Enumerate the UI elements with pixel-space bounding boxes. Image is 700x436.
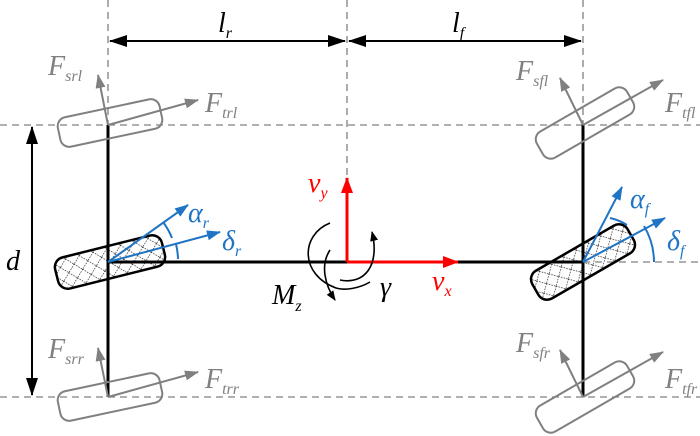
- wheel-rear-right: [56, 372, 164, 422]
- alpha-r-label: αr: [188, 198, 210, 232]
- force-arrows: [95, 74, 664, 398]
- fsrr-label: Fsrr: [47, 334, 85, 368]
- moment-arc: [307, 222, 371, 290]
- gamma-label: γ: [380, 272, 392, 303]
- ftfr-label: Ftfr: [664, 364, 698, 398]
- delta-r-label: δr: [222, 226, 242, 260]
- alpha-f-label: αf: [630, 184, 652, 218]
- lf-label: lf: [452, 8, 467, 42]
- moment-arrow: [323, 249, 336, 301]
- fsrl-label: Fsrl: [47, 51, 83, 85]
- ftrr-label: Ftrr: [204, 364, 240, 398]
- wheel-rear-left: [56, 98, 164, 148]
- mz-label: Mz: [271, 280, 302, 315]
- fsfl-label: Fsfl: [515, 56, 549, 90]
- delta-f-label: δf: [667, 226, 687, 260]
- d-label: d: [6, 246, 21, 277]
- angle-arrows: [107, 186, 666, 263]
- vy-label: vy: [308, 168, 328, 202]
- wheel-front-left: [534, 86, 636, 160]
- fsfr-label: Fsfr: [515, 328, 551, 362]
- ftfl-label: Ftfl: [664, 88, 696, 122]
- ftrl-label: Ftrl: [204, 88, 238, 122]
- lr-label: lr: [218, 8, 233, 42]
- vx-label: vx: [432, 266, 452, 300]
- reference-lines: [0, 0, 700, 398]
- yaw-rate-arrow: [339, 231, 379, 282]
